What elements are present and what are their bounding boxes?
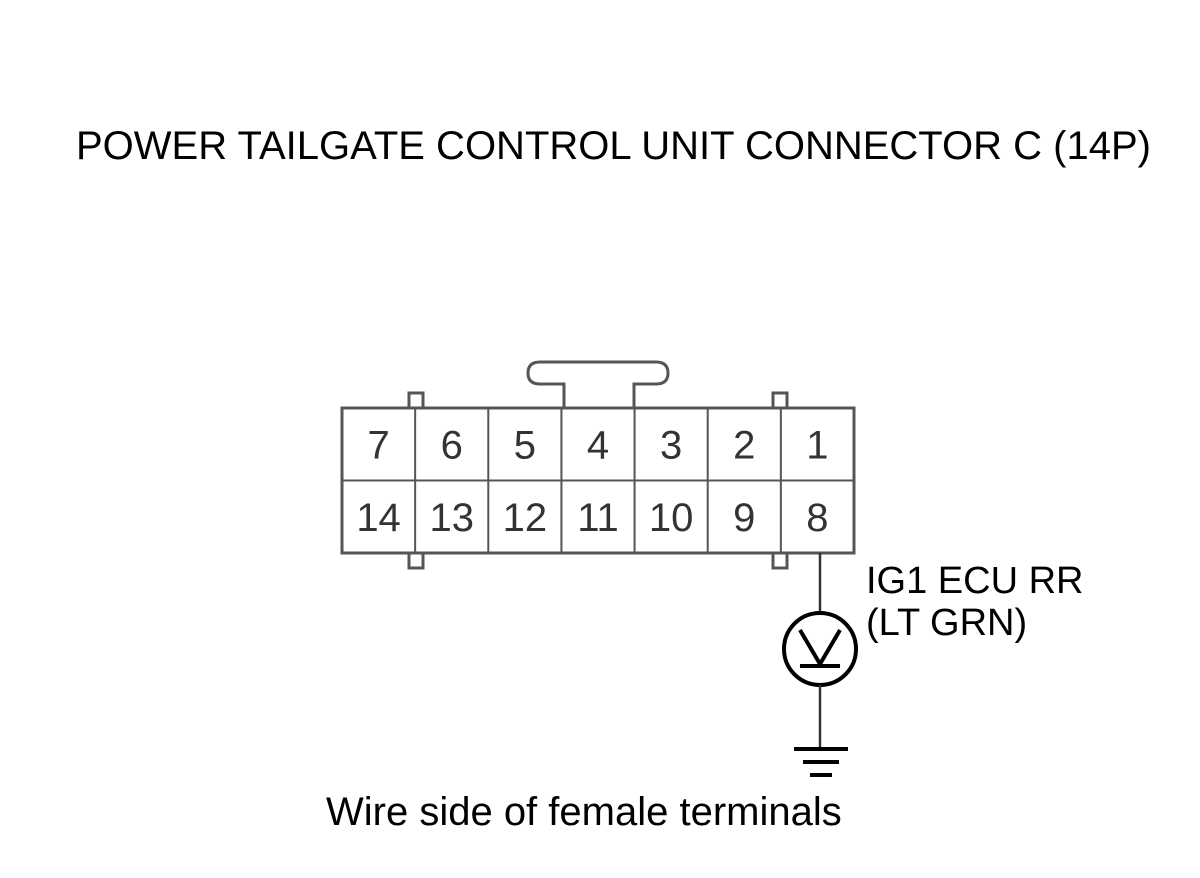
terminal-number: 6 — [441, 423, 463, 467]
connector-key-bottom-left — [407, 551, 425, 570]
connector-key-top-right — [771, 391, 789, 410]
wire-color-label: (LT GRN) — [866, 602, 1028, 644]
terminal-number: 4 — [587, 423, 609, 467]
wire-circuit-label: IG1 ECU RR — [866, 560, 1084, 602]
terminal-number: 12 — [503, 496, 548, 540]
terminal-number: 2 — [733, 423, 755, 467]
ground-symbol-icon — [794, 747, 848, 777]
terminal-number: 1 — [806, 423, 828, 467]
terminal-number: 14 — [356, 496, 401, 540]
connector-latch — [526, 360, 670, 408]
diagram-caption: Wire side of female terminals — [326, 790, 842, 834]
terminal-number: 10 — [649, 496, 694, 540]
terminal-number: 9 — [733, 496, 755, 540]
terminal-labels: 7 6 5 4 3 2 1 14 13 12 11 10 9 8 — [356, 423, 828, 540]
connector-key-bottom-right — [771, 551, 789, 570]
terminal-number: 3 — [660, 423, 682, 467]
diagram-title: POWER TAILGATE CONTROL UNIT CONNECTOR C … — [76, 124, 1151, 168]
terminal-number: 5 — [514, 423, 536, 467]
terminal-number: 11 — [577, 496, 619, 540]
terminal-number: 13 — [429, 496, 474, 540]
terminal-number: 8 — [806, 496, 828, 540]
terminal-number: 7 — [367, 423, 389, 467]
cavity-grid — [342, 408, 854, 553]
connector-key-top-left — [407, 391, 425, 410]
voltmeter-icon — [782, 611, 858, 687]
